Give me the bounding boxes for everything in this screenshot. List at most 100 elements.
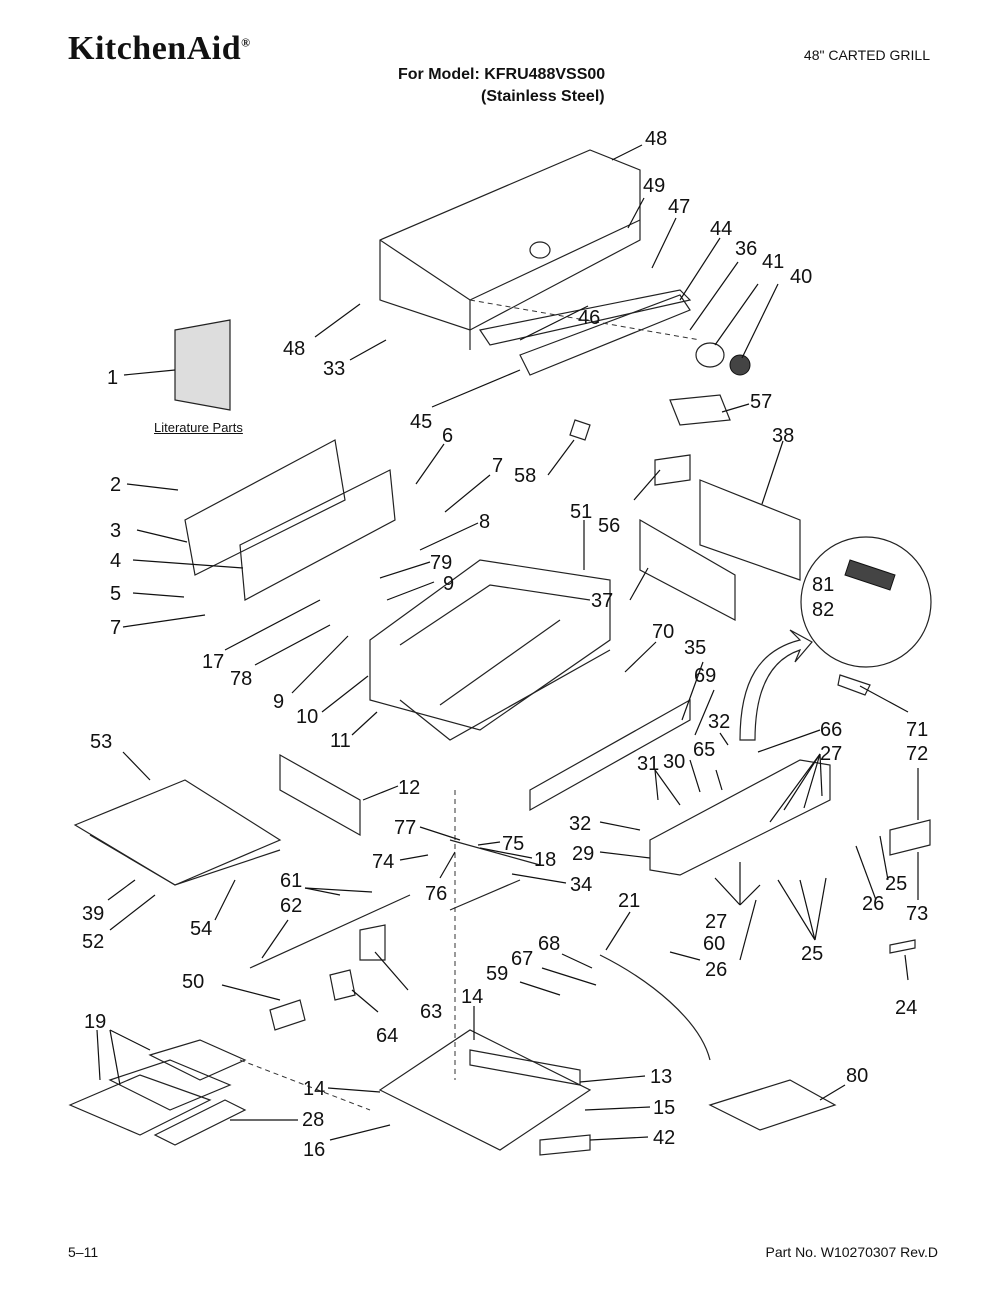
callout-9-b: 9 xyxy=(273,691,284,713)
callout-75: 75 xyxy=(502,833,524,855)
callout-39: 39 xyxy=(82,903,104,925)
hood-handle xyxy=(479,289,692,376)
manifold-assembly xyxy=(529,698,831,876)
callout-26: 26 xyxy=(862,893,884,915)
firebox xyxy=(369,559,611,741)
callout-54: 54 xyxy=(190,918,212,940)
model-line: For Model: KFRU488VSS00 xyxy=(398,66,606,83)
callout-31: 31 xyxy=(637,753,659,775)
callout-28: 28 xyxy=(302,1109,324,1131)
callout-48: 48 xyxy=(645,128,667,150)
callout-1: 1 xyxy=(107,367,118,389)
callout-46: 46 xyxy=(578,307,600,329)
detail-inset xyxy=(800,536,932,668)
callout-24: 24 xyxy=(895,997,917,1019)
callout-77: 77 xyxy=(394,817,416,839)
literature-parts-label: Literature Parts xyxy=(154,420,243,435)
brand-name: KitchenAid xyxy=(68,30,242,67)
brand-logo: KitchenAid® xyxy=(68,30,251,68)
callout-7-b: 7 xyxy=(110,617,121,639)
callout-37: 37 xyxy=(591,590,613,612)
callout-27-b: 27 xyxy=(705,911,727,933)
callout-73: 73 xyxy=(906,903,928,925)
registered-mark: ® xyxy=(241,35,251,50)
callout-81: 81 xyxy=(812,574,834,596)
leader-lines xyxy=(96,144,919,1141)
callout-15: 15 xyxy=(653,1097,675,1119)
callout-36: 36 xyxy=(735,238,757,260)
callout-35: 35 xyxy=(684,637,706,659)
callout-65: 65 xyxy=(693,739,715,761)
callout-14: 14 xyxy=(461,986,483,1008)
material-line: (Stainless Steel) xyxy=(481,88,605,105)
callout-48-b: 48 xyxy=(283,338,305,360)
callout-74: 74 xyxy=(372,851,394,873)
callout-72: 72 xyxy=(906,743,928,765)
callout-32-b: 32 xyxy=(569,813,591,835)
callout-40: 40 xyxy=(790,266,812,288)
callout-34: 34 xyxy=(570,874,592,896)
callout-61: 61 xyxy=(280,870,302,892)
callout-58: 58 xyxy=(514,465,536,487)
literature-booklet xyxy=(174,319,231,411)
callout-26-b: 26 xyxy=(705,959,727,981)
callout-50: 50 xyxy=(182,971,204,993)
callout-60: 60 xyxy=(703,933,725,955)
grill-grates xyxy=(68,1039,247,1146)
callout-41: 41 xyxy=(762,251,784,273)
callout-52: 52 xyxy=(82,931,104,953)
callout-32: 32 xyxy=(708,711,730,733)
small-parts xyxy=(269,394,931,1156)
callout-47: 47 xyxy=(668,196,690,218)
cart-base xyxy=(378,1029,592,1151)
back-panels xyxy=(184,439,396,601)
callout-33: 33 xyxy=(323,358,345,380)
callout-27: 27 xyxy=(820,743,842,765)
callout-66: 66 xyxy=(820,719,842,741)
callout-44: 44 xyxy=(710,218,732,240)
side-panels xyxy=(639,479,801,621)
callout-9: 9 xyxy=(443,573,454,595)
callout-56: 56 xyxy=(598,515,620,537)
callout-labels: 48 49 47 44 36 41 40 46 48 33 1 45 6 57 … xyxy=(82,128,928,1161)
callout-80: 80 xyxy=(846,1065,868,1087)
callout-79: 79 xyxy=(430,552,452,574)
callout-8: 8 xyxy=(479,511,490,533)
callout-49: 49 xyxy=(643,175,665,197)
part-number: Part No. W10270307 Rev.D xyxy=(765,1244,939,1260)
callout-30: 30 xyxy=(663,751,685,773)
callout-78: 78 xyxy=(230,668,252,690)
callout-70: 70 xyxy=(652,621,674,643)
callout-71: 71 xyxy=(906,719,928,741)
rotisserie-knob xyxy=(695,342,751,376)
callout-29: 29 xyxy=(572,843,594,865)
callout-17: 17 xyxy=(202,651,224,673)
side-shelf xyxy=(73,779,282,886)
callout-18: 18 xyxy=(534,849,556,871)
callout-67: 67 xyxy=(511,948,533,970)
callout-53: 53 xyxy=(90,731,112,753)
gas-hose xyxy=(599,954,711,1061)
callout-25: 25 xyxy=(885,873,907,895)
callout-16: 16 xyxy=(303,1139,325,1161)
callout-14-b: 14 xyxy=(303,1078,325,1100)
product-title: 48" CARTED GRILL xyxy=(803,47,930,63)
callout-2: 2 xyxy=(110,474,121,496)
callout-82: 82 xyxy=(812,599,834,621)
detail-arrow xyxy=(739,629,813,741)
callout-4: 4 xyxy=(110,550,121,572)
callout-10: 10 xyxy=(296,706,318,728)
page-number: 5–11 xyxy=(68,1244,99,1260)
callout-62: 62 xyxy=(280,895,302,917)
callout-21: 21 xyxy=(618,890,640,912)
callout-11: 11 xyxy=(330,730,351,752)
callout-63: 63 xyxy=(420,1001,442,1023)
callout-59: 59 xyxy=(486,963,508,985)
callout-6: 6 xyxy=(442,425,453,447)
callout-13: 13 xyxy=(650,1066,672,1088)
callout-25-b: 25 xyxy=(801,943,823,965)
callout-38: 38 xyxy=(772,425,794,447)
callout-68: 68 xyxy=(538,933,560,955)
callout-19: 19 xyxy=(84,1011,106,1033)
callout-7: 7 xyxy=(492,455,503,477)
